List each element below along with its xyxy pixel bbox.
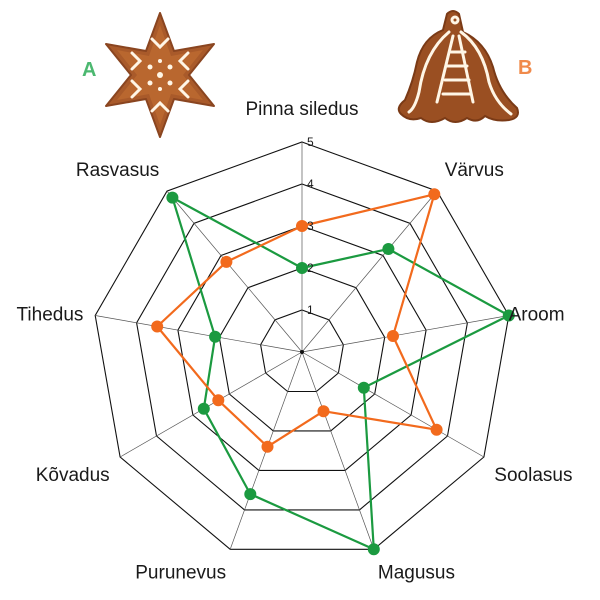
star-gingerbread-cookie-icon [105,12,215,138]
spoke-3 [301,315,509,353]
data-point-b-8 [151,320,164,333]
cookie-label-b: B [518,57,532,79]
spoke-4 [301,351,485,458]
data-point-b-2 [428,188,441,201]
radar-tick-labels: 1 2 3 4 5 [300,135,314,354]
spoke-5 [301,351,375,550]
data-point-b-6 [261,440,274,453]
axis-label-9: Rasvasus [76,160,159,181]
axis-label-5: Magusus [378,563,455,584]
grid-ring-5 [94,141,510,550]
series-line-b [156,193,438,448]
data-point-b-4 [430,423,443,436]
center-dot [300,350,304,354]
grid-ring-1 [260,309,344,393]
tick-label-3: 3 [307,219,314,233]
tick-label-5: 5 [307,135,314,149]
data-point-b-5 [317,405,330,418]
tick-label-1: 1 [307,303,314,317]
axis-label-4: Soolasus [494,465,572,486]
grid-ring-2 [218,267,386,432]
radar-series [151,188,515,556]
axis-label-7: Kõvadus [36,465,110,486]
grid-ring-4 [136,183,468,511]
tick-label-2: 2 [307,261,314,275]
data-point-a-2 [382,243,395,255]
data-point-a-4 [357,381,370,394]
data-point-a-5 [367,543,380,556]
bell-gingerbread-cookie-icon [397,10,519,123]
axis-label-1: Pinna siledus [245,99,358,120]
data-point-a-6 [244,488,257,501]
spoke-9 [166,190,303,353]
series-line-a [171,196,510,551]
data-point-b-3 [387,330,399,342]
data-point-a-7 [197,402,210,415]
axis-label-8: Tihedus [17,305,84,326]
data-point-a-8 [209,330,222,343]
tick-label-4: 4 [307,177,314,191]
data-point-a-3 [502,309,515,322]
spoke-8 [95,315,303,353]
data-point-b-9 [220,255,233,268]
axis-label-6: Purunevus [135,563,226,584]
data-point-a-9 [166,191,179,204]
spoke-7 [119,351,303,458]
axis-label-3: Aroom [509,305,565,326]
data-point-b-7 [212,394,225,407]
data-point-b-1 [296,220,308,232]
data-point-a-1 [296,262,308,274]
spoke-2 [301,190,438,353]
cookie-label-a: A [82,59,96,81]
axis-label-2: Värvus [445,160,504,181]
